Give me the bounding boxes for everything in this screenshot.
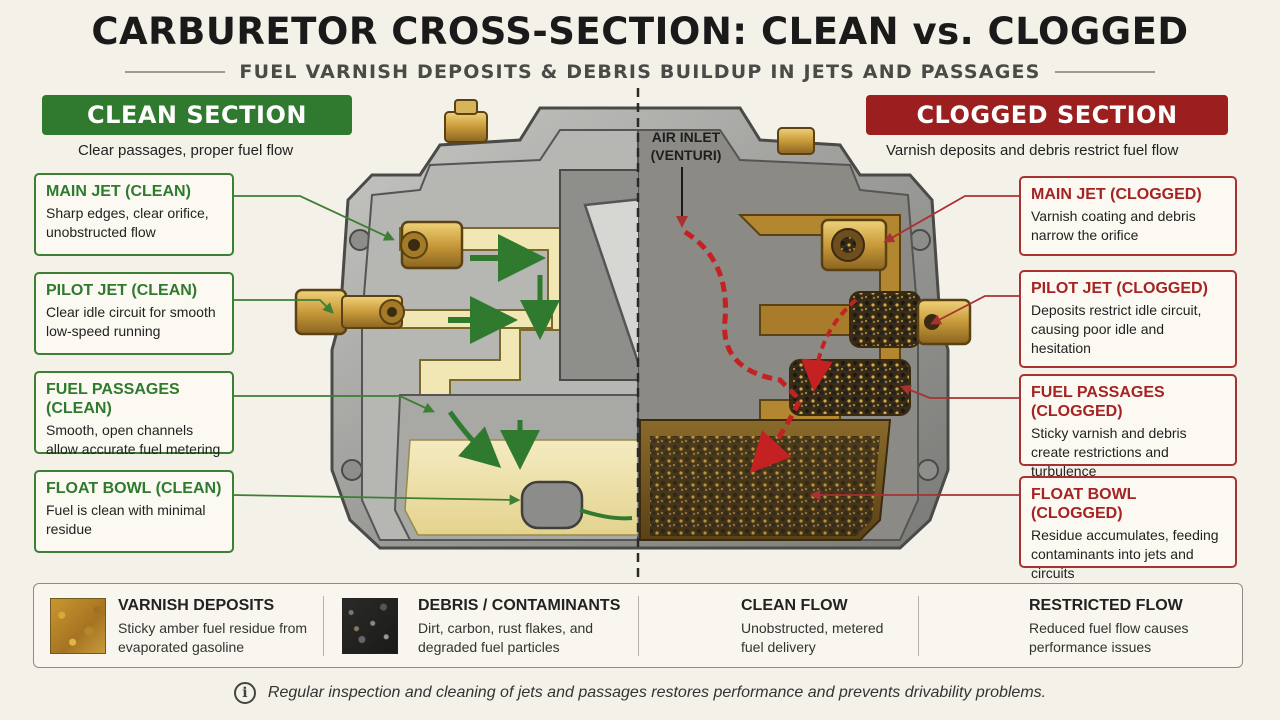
varnish-swatch [50, 598, 106, 654]
debris-swatch [342, 598, 398, 654]
callout-state: (CLOGGED) [1116, 280, 1208, 297]
callout-title: PILOT JET [46, 282, 127, 299]
page-title: CARBURETOR CROSS-SECTION: CLEAN vs. CLOG… [91, 10, 1189, 53]
callout-float-bowl-clean: FLOAT BOWL (CLEAN) Fuel is clean with mi… [34, 470, 234, 553]
clean-section-banner: CLEAN SECTION [42, 95, 352, 135]
legend-item-restricted-flow: RESTRICTED FLOW Reduced fuel flow causes… [921, 584, 1241, 669]
legend-divider [323, 596, 324, 656]
callout-state: (CLEAN) [155, 480, 222, 497]
legend-title: VARNISH DEPOSITS [118, 597, 275, 614]
info-icon: i [233, 682, 256, 704]
callout-text: Deposits restrict idle circuit, causing … [1031, 302, 1202, 356]
callout-title: FUEL PASSAGES [46, 381, 180, 398]
callout-title: PILOT JET [1031, 280, 1112, 297]
legend-title: CLEAN FLOW [741, 597, 848, 614]
footer-text: Regular inspection and cleaning of jets … [267, 684, 1047, 701]
callout-text: Clear idle circuit for smooth low-speed … [46, 304, 216, 339]
callout-text: Varnish coating and debris narrow the or… [1031, 208, 1196, 243]
air-inlet-label: AIR INLET [652, 129, 721, 145]
callout-state: (CLOGGED) [1031, 505, 1123, 522]
clogged-section-banner: CLOGGED SECTION [866, 95, 1228, 135]
callout-title: MAIN JET [46, 183, 121, 200]
page-subtitle: FUEL VARNISH DEPOSITS & DEBRIS BUILDUP I… [239, 61, 1041, 83]
callout-title: FLOAT BOWL [1031, 486, 1137, 503]
callout-main-jet-clean: MAIN JET (CLEAN) Sharp edges, clear orif… [34, 173, 234, 256]
clogged-section-description: Varnish deposits and debris restrict fue… [886, 142, 1179, 159]
legend-text: Unobstructed, metered fuel delivery [741, 620, 884, 655]
callout-title: MAIN JET [1031, 186, 1106, 203]
callout-pilot-jet-clogged: PILOT JET (CLOGGED) Deposits restrict id… [1019, 270, 1237, 368]
callout-pilot-jet-clean: PILOT JET (CLEAN) Clear idle circuit for… [34, 272, 234, 355]
air-inlet-sublabel: (VENTURI) [651, 147, 722, 163]
legend-title: RESTRICTED FLOW [1029, 597, 1183, 614]
callout-fuel-passages-clean: FUEL PASSAGES (CLEAN) Smooth, open chann… [34, 371, 234, 457]
legend-item-clean-flow: CLEAN FLOW Unobstructed, metered fuel de… [641, 584, 916, 669]
subtitle-rule-right [1054, 71, 1155, 73]
callout-fuel-passages-clogged: FUEL PASSAGES (CLOGGED) Sticky varnish a… [1019, 374, 1237, 479]
callout-title: FLOAT BOWL [46, 480, 152, 497]
callout-text: Sharp edges, clear orifice, unobstructed… [46, 205, 209, 240]
subtitle-rule-left [125, 71, 226, 73]
legend-text: Sticky amber fuel residue from evaporate… [118, 620, 308, 655]
clean-leader-lines [231, 195, 521, 506]
clogged-half-internals [638, 129, 972, 541]
callout-state: (CLEAN) [131, 282, 198, 299]
legend-divider [638, 596, 639, 656]
callout-state: (CLOGGED) [1031, 403, 1123, 420]
clean-section-description: Clear passages, proper fuel flow [78, 142, 294, 159]
callout-text: Fuel is clean with minimal residue [46, 502, 206, 537]
callout-text: Sticky varnish and debris create restric… [1031, 425, 1187, 479]
legend-title: DEBRIS / CONTAMINANTS [418, 597, 621, 614]
callout-main-jet-clogged: MAIN JET (CLOGGED) Varnish coating and d… [1019, 176, 1237, 256]
legend-text: Reduced fuel flow causes performance iss… [1029, 620, 1189, 655]
legend-item-varnish: VARNISH DEPOSITS Sticky amber fuel resid… [34, 584, 324, 669]
callout-title: FUEL PASSAGES [1031, 384, 1165, 401]
legend-item-debris: DEBRIS / CONTAMINANTS Dirt, carbon, rust… [326, 584, 636, 669]
callout-state: (CLEAN) [46, 400, 112, 417]
legend-divider [918, 596, 919, 656]
footer-note: i Regular inspection and cleaning of jet… [0, 680, 1280, 706]
callout-text: Smooth, open channels allow accurate fue… [46, 422, 221, 457]
legend-text: Dirt, carbon, rust flakes, and degraded … [418, 620, 594, 655]
callout-float-bowl-clogged: FLOAT BOWL (CLOGGED) Residue accumulates… [1019, 476, 1237, 581]
callout-state: (CLOGGED) [1110, 186, 1202, 203]
callout-state: (CLEAN) [125, 183, 191, 200]
callout-text: Residue accumulates, feeding contaminant… [1031, 527, 1219, 581]
subtitle-row: FUEL VARNISH DEPOSITS & DEBRIS BUILDUP I… [0, 60, 1280, 84]
legend: VARNISH DEPOSITS Sticky amber fuel resid… [33, 583, 1243, 668]
clogged-leader-lines [809, 195, 1020, 501]
